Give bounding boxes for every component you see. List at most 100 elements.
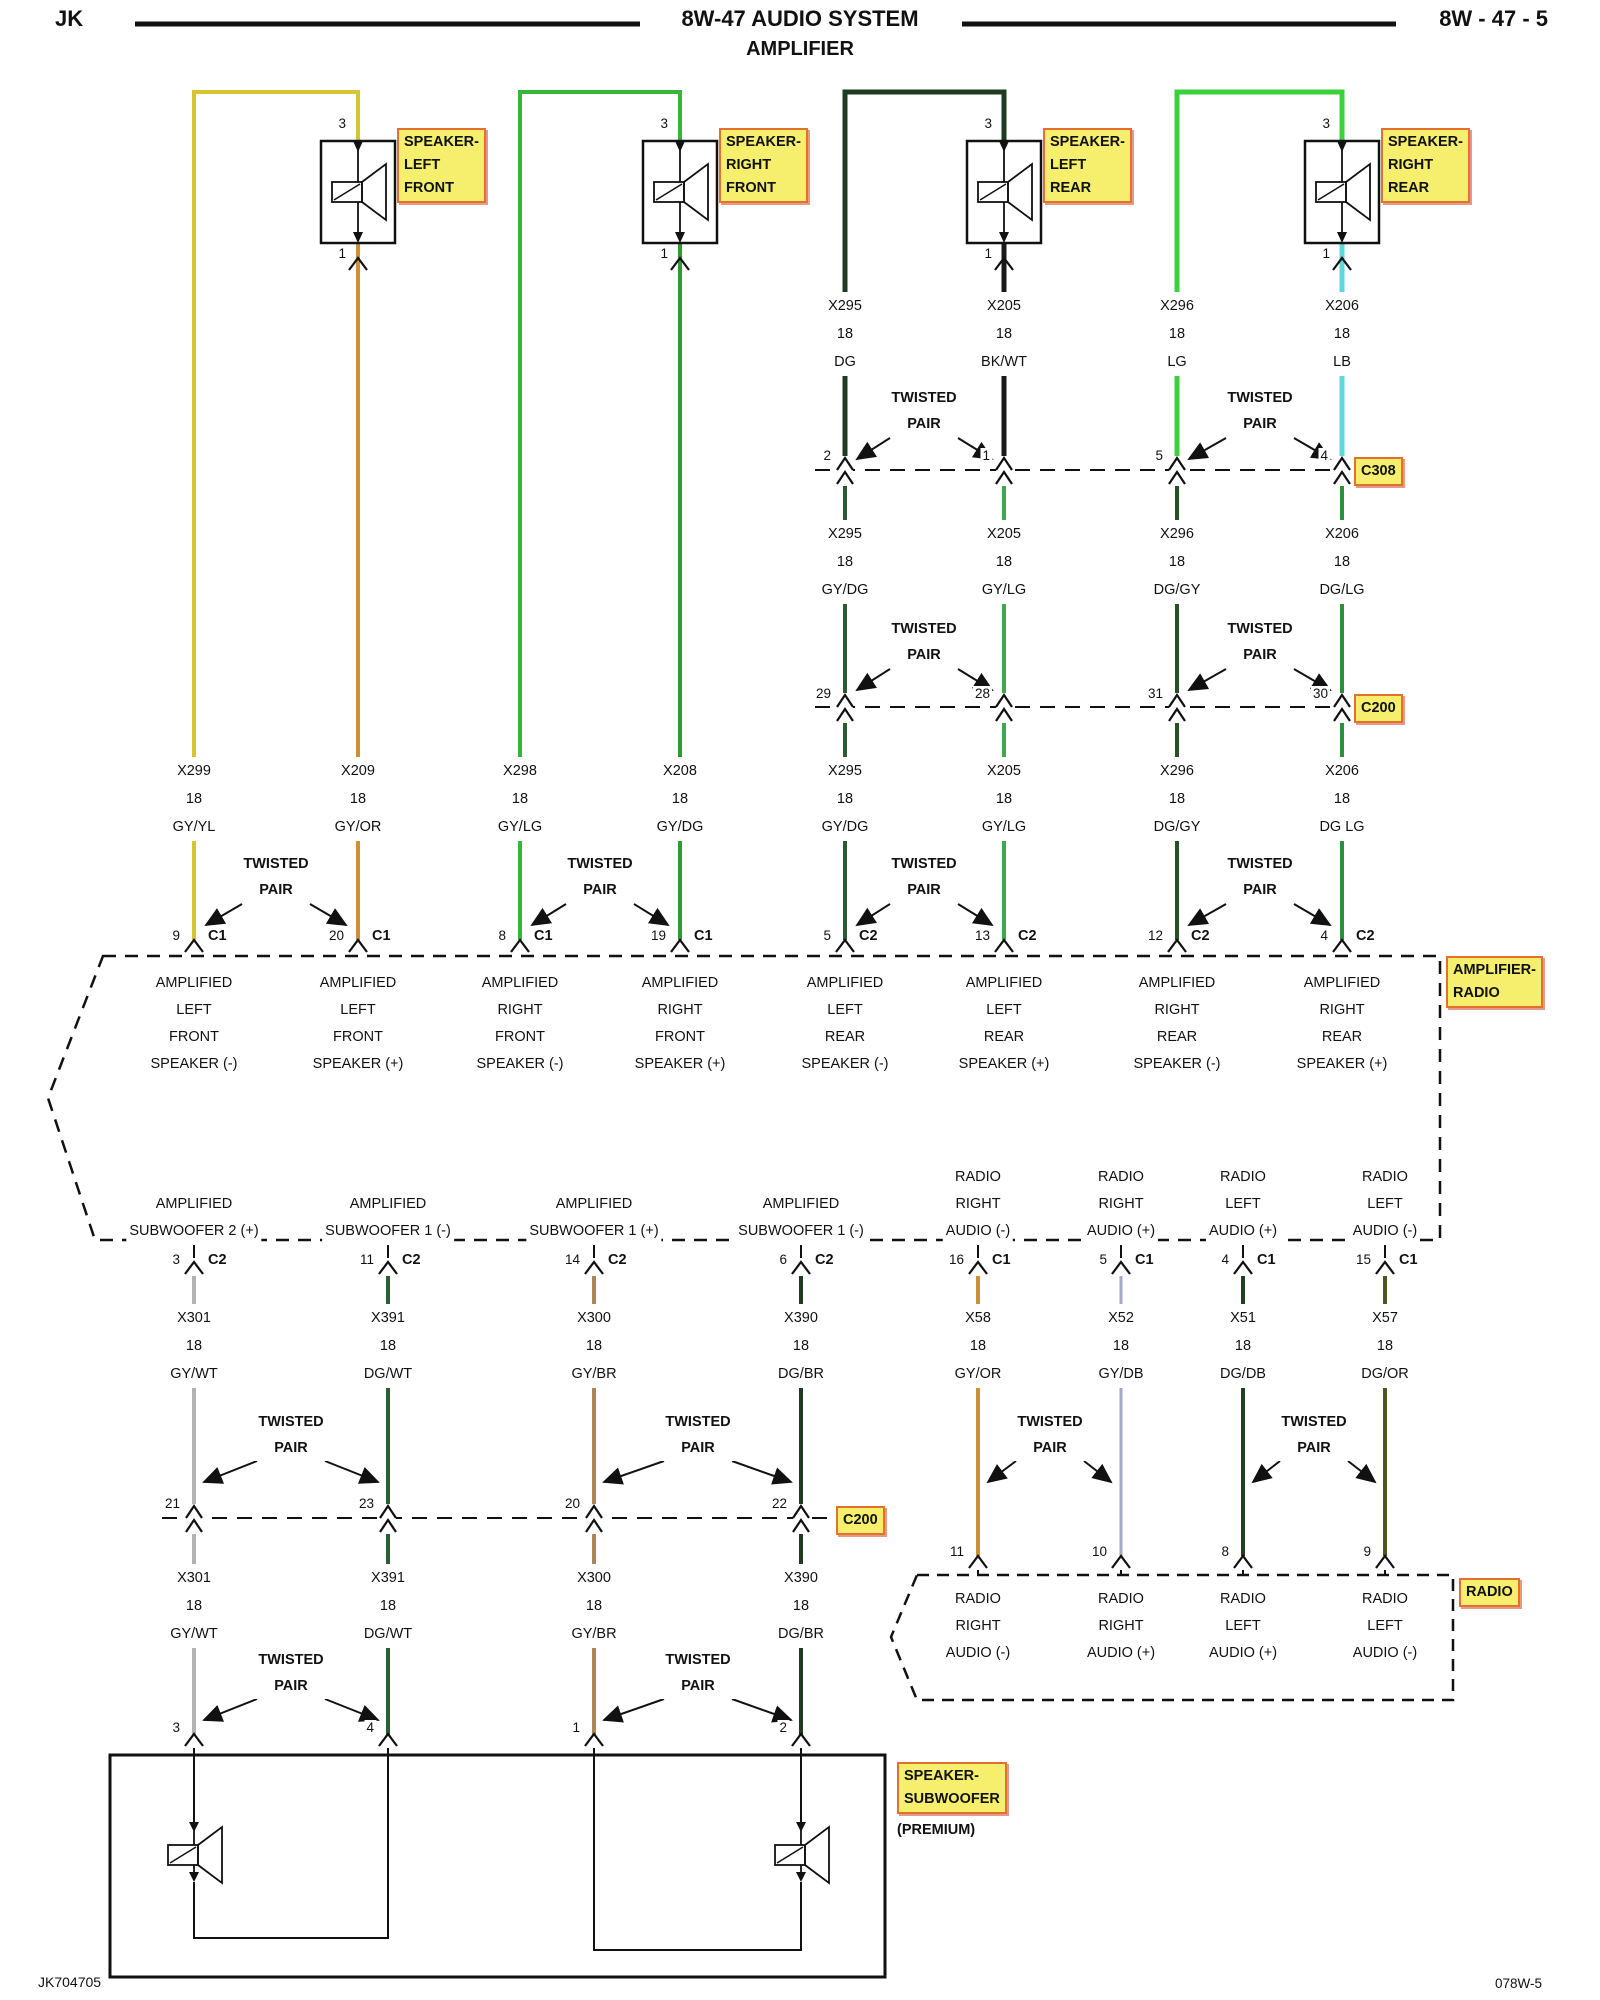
amp-line: AMPLIFIED [955,970,1053,997]
amp-line: SPEAKER (-) [798,1051,892,1078]
connector-id: C2 [606,1252,629,1268]
connector-c200-upper-symbol [815,693,1351,723]
connector-id: C1 [1133,1252,1156,1268]
pin-number: 1 [980,448,992,463]
wire-gauge: 18 [167,1592,221,1620]
pin-number: 16 [946,1252,966,1267]
radio-line: AUDIO (+) [1205,1640,1281,1667]
wire-circuit: X296 [1157,292,1197,320]
wire-color: GY/WT [167,1360,221,1388]
wire-color: GY/WT [167,1620,221,1648]
wire-color: GY/LG [978,576,1030,604]
wire-color: DG/LG [1316,576,1368,604]
wire-circuit: X208 [653,757,707,785]
connector-c308-tag: C308 [1354,457,1403,486]
wire-circuit: X209 [331,757,385,785]
wire-gauge: 18 [825,320,865,348]
wire-label: X296 18 DG/GY [1150,520,1204,604]
amp-line: SPEAKER (+) [631,1051,729,1078]
pin-number: 1 [982,246,994,261]
amp-line: AMPLIFIED [309,970,407,997]
amp-line: LEFT [955,997,1053,1024]
amp-line: LEFT [1349,1191,1421,1218]
tp-line: PAIR [907,416,941,432]
tag-line: REAR [1050,180,1092,196]
radio-line: RIGHT [1083,1613,1159,1640]
page-number: 8W - 47 - 5 [1439,6,1548,31]
wire-gauge: 18 [1322,320,1362,348]
connector-id: C2 [813,1252,836,1268]
speaker-right-front-symbol [641,139,719,245]
amp-line: RADIO [1349,1164,1421,1191]
connector-id: C1 [532,928,555,944]
amp-line: REAR [1130,1024,1224,1051]
radio-line: RADIO [1349,1586,1421,1613]
pin-number: 19 [648,928,668,943]
pin-number: 6 [777,1252,789,1267]
wire-circuit: X391 [360,1564,416,1592]
wire-color: DG [825,348,865,376]
amp-line: RIGHT [1083,1191,1159,1218]
amplifier-radio-tag: AMPLIFIER- RADIO [1446,956,1543,1008]
pin-number: 31 [1145,686,1165,701]
tp-line: TWISTED [1227,390,1293,406]
wire-circuit: X296 [1150,757,1204,785]
tp-line: TWISTED [1281,1414,1347,1430]
wire-color: GY/DG [818,576,872,604]
wire-color: BK/WT [978,348,1030,376]
wire-color: GY/DG [653,813,707,841]
amp-line: REAR [798,1024,892,1051]
tag-line: SPEAKER- [904,1768,979,1784]
speaker-left-front-symbol [319,139,397,245]
connector-id: C2 [1016,928,1039,944]
pin-number: 3 [170,1720,182,1735]
wire-gauge: 18 [818,548,872,576]
wire-gauge: 18 [1150,548,1204,576]
amp-line: RADIO [942,1164,1014,1191]
tp-line: TWISTED [665,1652,731,1668]
wire-gauge: 18 [775,1332,827,1360]
wire-color: DG/BR [775,1360,827,1388]
wire-gauge: 18 [568,1592,620,1620]
pin-number: 13 [972,928,992,943]
wire-color: GY/DB [1095,1360,1147,1388]
drawing-number: JK704705 [38,1974,102,1990]
amp-line: LEFT [1205,1191,1281,1218]
tp-line: TWISTED [1227,621,1293,637]
amp-line: SPEAKER (-) [147,1051,241,1078]
subwoofer-speaker-symbol-left [167,1822,223,1885]
wire-color: GY/LG [494,813,546,841]
connector-c200-lower-symbol [162,1504,828,1534]
wire-gauge: 18 [167,1332,221,1360]
pin-number: 3 [336,116,348,131]
amp-line: SPEAKER (+) [309,1051,407,1078]
amp-line: FRONT [473,1024,567,1051]
amp-line: AUDIO (+) [1205,1218,1281,1245]
amp-line: AMPLIFIED [526,1191,662,1218]
amp-line: FRONT [631,1024,729,1051]
wire-label: X295 18 GY/DG [818,520,872,604]
radio-line: LEFT [1349,1613,1421,1640]
page-title: 8W-47 AUDIO SYSTEM [681,6,919,31]
pin-number: 23 [356,1496,376,1511]
speaker-right-rear-tag: SPEAKER- RIGHT REAR [1381,128,1470,203]
pin-number: 8 [496,928,508,943]
amp-line: AUDIO (-) [942,1218,1014,1245]
amp-line: AUDIO (-) [1349,1218,1421,1245]
connector-id: C1 [1255,1252,1278,1268]
amp-line: SPEAKER (+) [955,1051,1053,1078]
connector-id: C2 [857,928,880,944]
amp-line: LEFT [147,997,241,1024]
wire-gauge: 18 [1095,1332,1147,1360]
